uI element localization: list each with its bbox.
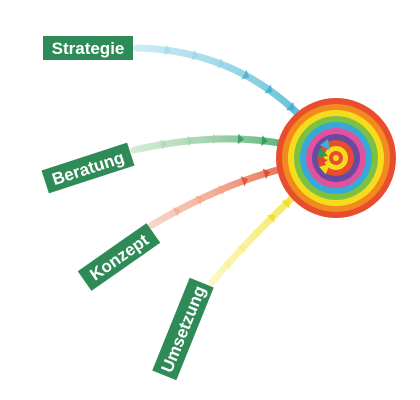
arrow-beratung-fletching-3 (213, 133, 220, 145)
arrow-beratung-fletching-5 (261, 135, 268, 146)
arrow-strategie-fletching-6 (286, 102, 295, 111)
arrow-strategie-fletching-4 (241, 69, 250, 80)
arrow-umsetzung-fletching-2 (237, 245, 246, 254)
arrow-konzept-fletching-2 (195, 195, 204, 206)
arrow-konzept-fletching-3 (218, 185, 226, 196)
label-umsetzung-box (152, 277, 214, 381)
label-beratung-text: Beratung (50, 148, 127, 189)
label-strategie-text: Strategie (52, 39, 125, 58)
label-konzept: Konzept (77, 223, 161, 291)
arrowheads-layer (316, 139, 330, 175)
arrow-strategie-fletching-2 (191, 49, 199, 61)
arrow-konzept-fletching-1 (172, 207, 181, 217)
label-beratung: Beratung (41, 142, 135, 194)
arrowhead-strategie (319, 139, 330, 150)
target-ring-11 (333, 155, 339, 161)
label-konzept-text: Konzept (86, 230, 152, 284)
label-strategie-box (43, 36, 133, 60)
arrow-konzept-fletching-4 (240, 176, 249, 187)
arrow-umsetzung-fletching-3 (251, 229, 260, 238)
arrowhead-umsetzung (319, 164, 330, 175)
arrowhead-konzept (317, 156, 328, 167)
arrow-strategie-fletching-3 (217, 58, 225, 69)
arrow-beratung-fletching-1 (160, 139, 168, 150)
label-beratung-box (41, 142, 135, 194)
arrow-umsetzung-fletching-1 (222, 261, 231, 270)
label-strategie: Strategie (43, 36, 133, 60)
arrow-beratung-fletching-2 (187, 135, 194, 147)
label-konzept-box (77, 223, 161, 291)
arrow-konzept-fletching-5 (262, 168, 271, 179)
arrow-strategie-fletching-1 (164, 44, 172, 56)
label-umsetzung: Umsetzung (152, 277, 214, 381)
arrow-umsetzung-fletching-4 (266, 214, 275, 223)
arrowhead-beratung (316, 147, 328, 158)
arrow-beratung-fletching-4 (237, 133, 244, 145)
arrow-strategie-fletching-5 (264, 84, 273, 94)
arrow-umsetzung-fletching-5 (281, 200, 290, 209)
target-bullseye (276, 98, 396, 218)
